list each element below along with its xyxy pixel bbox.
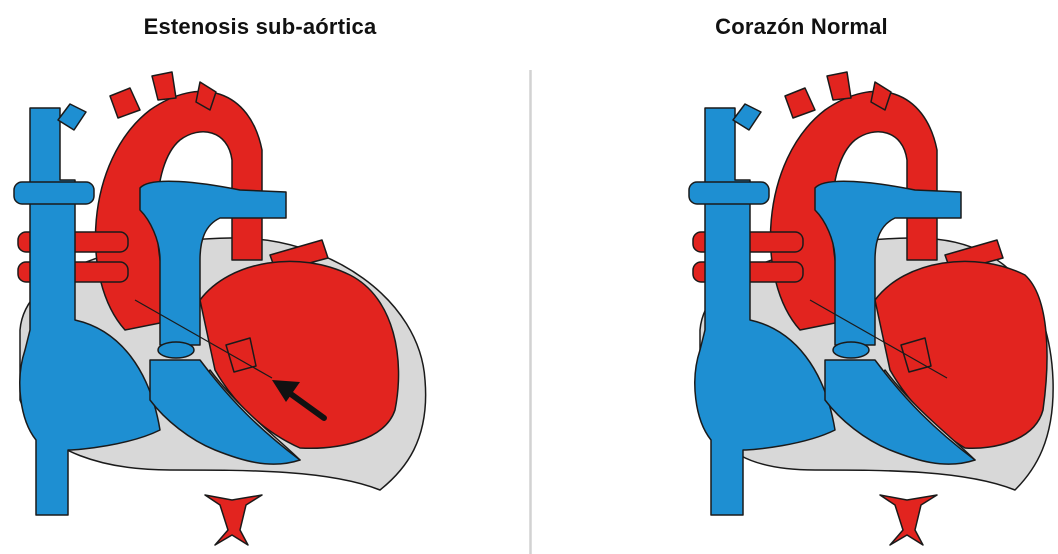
svc-branch xyxy=(58,104,86,130)
panel-subaortic-stenosis: Estenosis sub-aórtica xyxy=(0,0,520,554)
aortic-branch-2 xyxy=(152,72,176,100)
aortic-branch-1 xyxy=(110,88,140,118)
descending-aorta xyxy=(880,495,937,545)
pulmonary-valve xyxy=(158,342,194,358)
svc-branch xyxy=(733,104,761,130)
heart-diagram-normal xyxy=(545,0,1058,554)
brachiocephalic-vein xyxy=(14,182,94,204)
aortic-branch-2 xyxy=(827,72,851,100)
aortic-branch-1 xyxy=(785,88,815,118)
pulmonary-valve xyxy=(833,342,869,358)
descending-aorta xyxy=(205,495,262,545)
heart-diagram-stenosis xyxy=(0,0,520,554)
panel-normal-heart: Corazón Normal xyxy=(545,0,1058,554)
panel-divider xyxy=(529,70,532,554)
brachiocephalic-vein xyxy=(689,182,769,204)
